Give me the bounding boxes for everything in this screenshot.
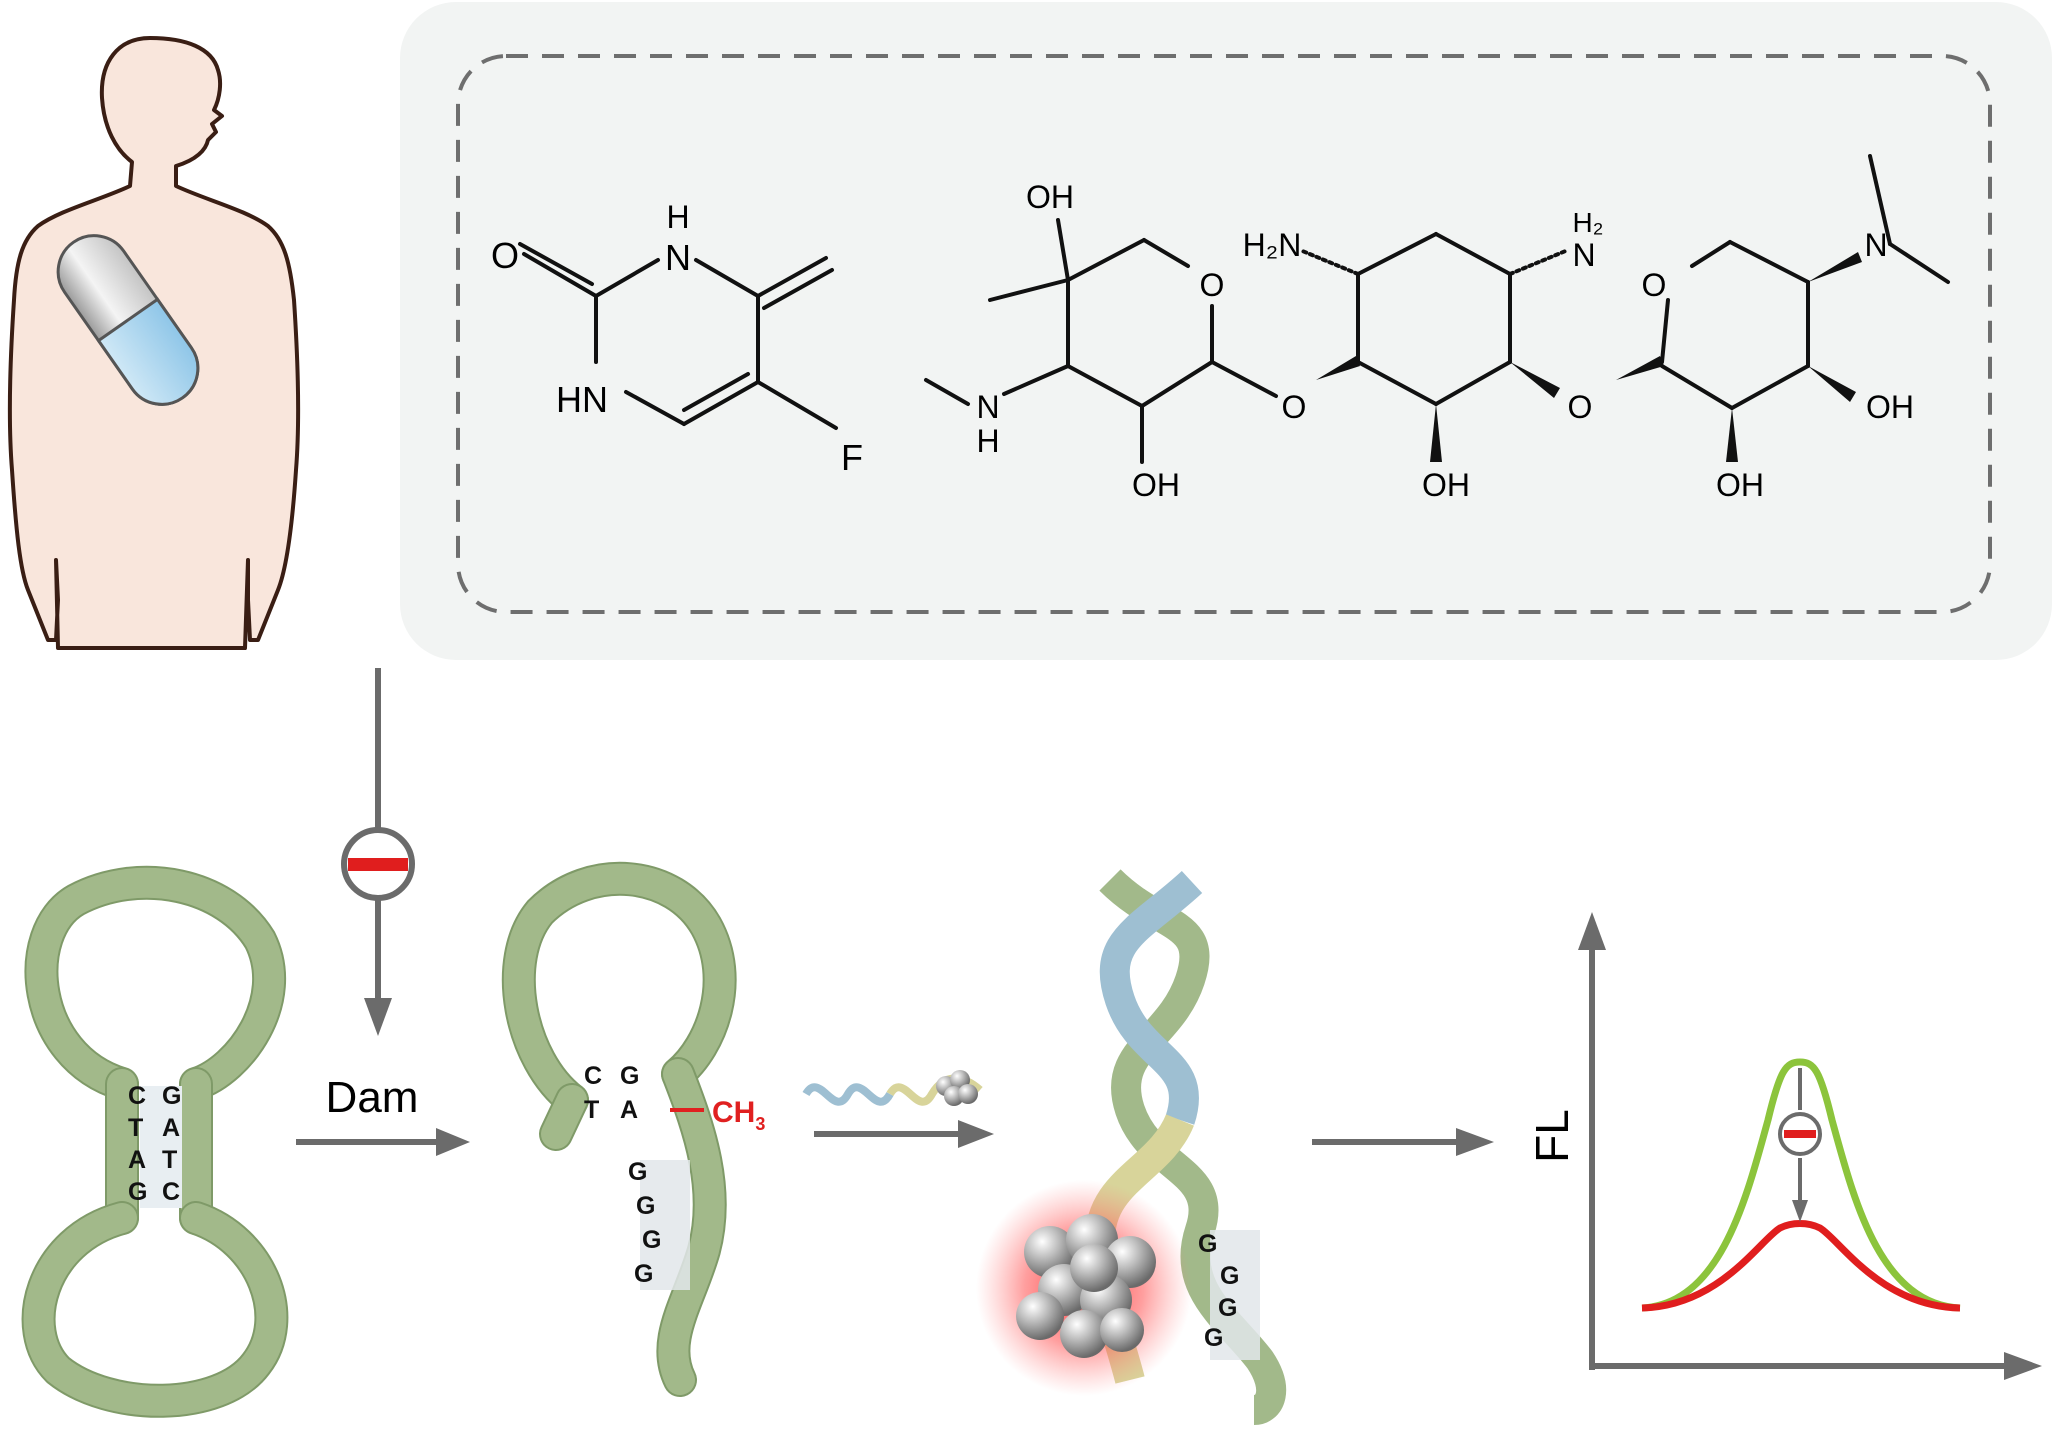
atom-oh-1: OH bbox=[1132, 467, 1180, 503]
fluorescence-graph: FL bbox=[1526, 912, 2042, 1380]
base-right-2: T bbox=[162, 1146, 177, 1174]
base-right-1: A bbox=[162, 1114, 180, 1142]
meth-base-a: A bbox=[620, 1096, 638, 1124]
molecule-left: O H N HN F bbox=[491, 199, 863, 478]
meth-g-2: G bbox=[642, 1226, 661, 1254]
capsule-icon bbox=[56, 234, 200, 406]
dna-duplex: G G G G bbox=[976, 869, 1286, 1425]
atom-nh-n: N bbox=[976, 389, 999, 425]
base-pairs: C T A G G A T C bbox=[128, 1082, 182, 1208]
step-label-dam: Dam bbox=[326, 1073, 419, 1122]
base-left-0: C bbox=[128, 1082, 146, 1110]
atom-oh-4: OH bbox=[1866, 389, 1914, 425]
meth-g-3: G bbox=[634, 1260, 653, 1288]
atom-o-ring1: O bbox=[1200, 267, 1225, 303]
probe-arrow bbox=[802, 1070, 994, 1148]
base-right-0: G bbox=[162, 1082, 181, 1110]
atom-nh2-h: H₂ bbox=[1572, 207, 1603, 238]
base-left-3: G bbox=[128, 1178, 147, 1206]
atom-n: N bbox=[665, 237, 691, 278]
meth-base-g: G bbox=[620, 1062, 639, 1090]
dna-hairpin-dumbbell: C T A G G A T C bbox=[21, 865, 289, 1418]
atom-nh2-n: N bbox=[1572, 237, 1595, 273]
atom-oh-3: OH bbox=[1716, 467, 1764, 503]
atom-h: H bbox=[666, 199, 689, 235]
silver-nanocluster-icon bbox=[1016, 1214, 1156, 1358]
atom-o-ring2: O bbox=[1642, 267, 1667, 303]
atom-oh-top: OH bbox=[1026, 179, 1074, 215]
meth-g-0: G bbox=[628, 1158, 647, 1186]
inhibition-arrow bbox=[341, 668, 415, 1036]
atom-o: O bbox=[491, 235, 519, 276]
methyl-label: CH3 bbox=[712, 1096, 765, 1134]
duplex-g-3: G bbox=[1204, 1324, 1223, 1352]
atom-n-dimethyl: N bbox=[1864, 227, 1887, 263]
atom-hn: HN bbox=[556, 379, 608, 420]
atom-h2n: H₂N bbox=[1243, 227, 1302, 263]
meth-base-c: C bbox=[584, 1062, 602, 1090]
atom-o-link1: O bbox=[1282, 389, 1307, 425]
base-right-3: C bbox=[162, 1178, 180, 1206]
base-left-2: A bbox=[128, 1146, 146, 1174]
molecule-panel bbox=[400, 2, 2052, 660]
atom-oh-2: OH bbox=[1422, 467, 1470, 503]
atom-nh-h: H bbox=[976, 423, 999, 459]
molecule-right: OH O N H OH O H₂N H₂ N OH O O OH OH N bbox=[924, 154, 1950, 503]
graph-ylabel: FL bbox=[1526, 1109, 1578, 1163]
readout-arrow bbox=[1312, 1128, 1494, 1156]
duplex-g-2: G bbox=[1218, 1294, 1237, 1322]
nanocluster-small-icon bbox=[936, 1070, 978, 1106]
atom-o-link2: O bbox=[1568, 389, 1593, 425]
meth-base-t: T bbox=[584, 1096, 599, 1124]
curve-low bbox=[1641, 1220, 1961, 1312]
meth-g-1: G bbox=[636, 1192, 655, 1220]
atom-f: F bbox=[841, 437, 863, 478]
duplex-g-0: G bbox=[1198, 1230, 1217, 1258]
duplex-g-1: G bbox=[1220, 1262, 1239, 1290]
base-left-1: T bbox=[128, 1114, 143, 1142]
dna-hairpin-methylated: C G T A CH3 G G G G bbox=[501, 861, 765, 1397]
dam-arrow: Dam bbox=[296, 1073, 470, 1156]
curve-high bbox=[1641, 1058, 1961, 1312]
